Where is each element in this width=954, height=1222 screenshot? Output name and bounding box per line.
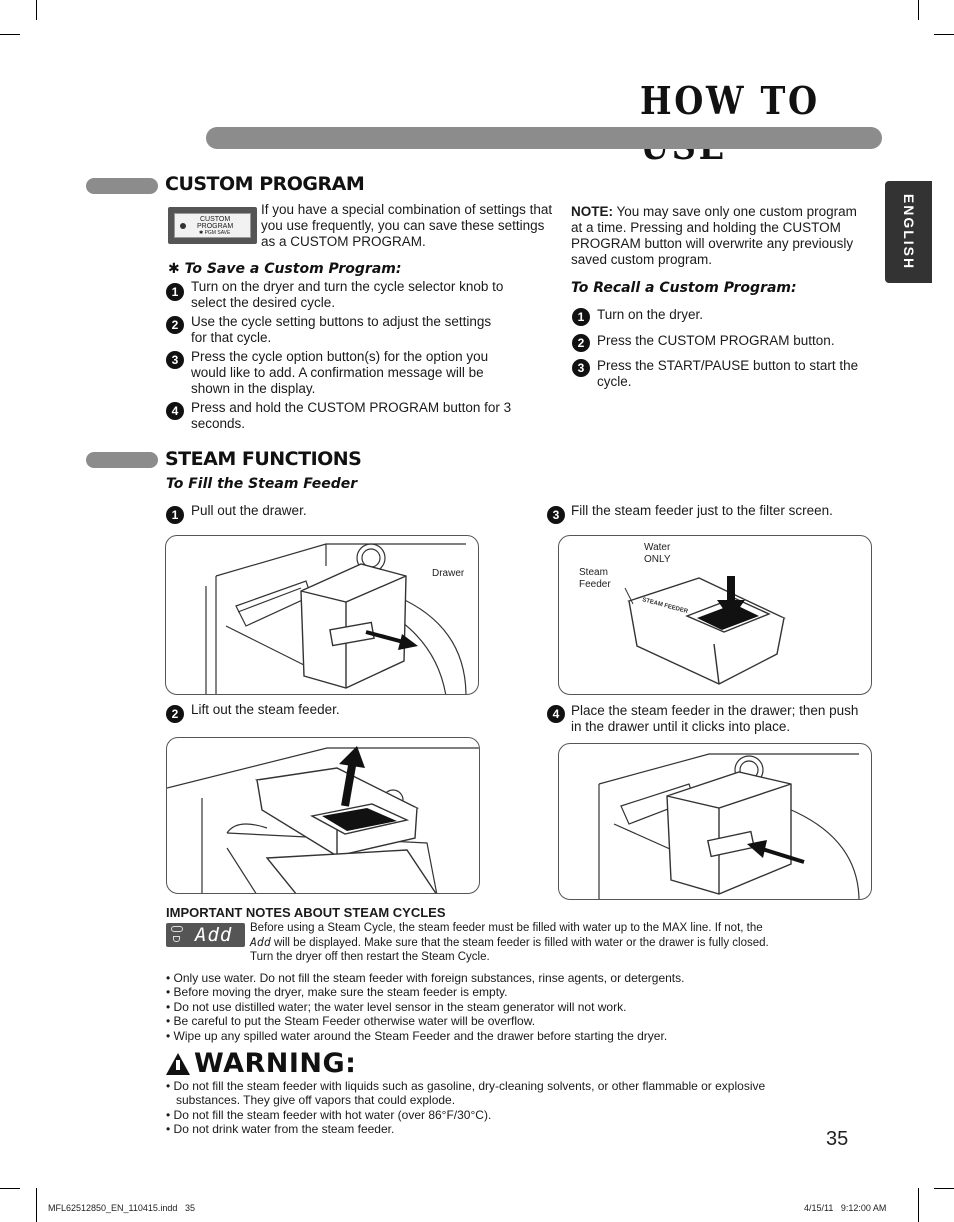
crop-mark (0, 34, 20, 35)
steam-step-3: Fill the steam feeder just to the filter… (571, 503, 833, 518)
steam-step-4: Place the steam feeder in the drawer; th… (571, 703, 859, 734)
water-only-label: ONLY (644, 554, 671, 565)
place-feeder-drawing (598, 753, 860, 899)
button-label-2: PROGRAM (197, 223, 234, 230)
step-number: 3 (547, 506, 565, 524)
crop-mark (934, 1188, 954, 1189)
steam-label: Steam (579, 567, 608, 578)
recall-program-heading: To Recall a Custom Program: (571, 280, 797, 296)
steam-icon (171, 926, 183, 932)
custom-program-heading: CUSTOM PROGRAM (165, 173, 365, 195)
footer-timestamp: 4/15/11 9:12:00 AM (804, 1203, 887, 1213)
display-icons (171, 926, 185, 944)
step-number: 1 (166, 506, 184, 524)
note-text: You may save only one custom program at … (571, 204, 857, 267)
fill-feeder-heading: To Fill the Steam Feeder (166, 476, 358, 492)
save-step-2: Use the cycle setting buttons to adjust … (191, 314, 492, 345)
intro-part2: will be displayed. Make sure that the st… (270, 937, 769, 949)
page-number: 35 (826, 1128, 849, 1150)
save-step-3: Press the cycle option button(s) for the… (191, 349, 489, 396)
warning-heading: WARNING: (194, 1048, 357, 1079)
dryer-drawer-drawing: Drawer (205, 543, 467, 694)
crop-mark (0, 1188, 20, 1189)
title-bar (206, 127, 882, 149)
save-step-1: Turn on the dryer and turn the cycle sel… (191, 279, 504, 310)
note-label: NOTE: (571, 204, 613, 219)
display-add-text: Add (195, 924, 233, 946)
custom-program-note: NOTE: You may save only one custom progr… (571, 204, 867, 268)
steam-feeder-drawing: STEAM FEEDER Water ONLY Steam Feeder (579, 542, 786, 685)
button-label-3: ✱ PGM SAVE (199, 230, 231, 236)
illustration-pull-drawer: Drawer (165, 535, 479, 695)
steam-step-2: Lift out the steam feeder. (191, 702, 340, 717)
step-number: 2 (166, 316, 184, 334)
warning-bullet: • Do not fill the steam feeder with liqu… (166, 1079, 766, 1093)
warning-triangle-icon (166, 1053, 190, 1075)
steam-step-1: Pull out the drawer. (191, 503, 307, 518)
recall-step-2: Press the CUSTOM PROGRAM button. (597, 333, 835, 348)
note-bullet: • Be careful to put the Steam Feeder oth… (166, 1014, 536, 1028)
warning-bullet: • Do not fill the steam feeder with hot … (166, 1108, 492, 1122)
section-pill (86, 178, 158, 194)
add-display-image: Add (166, 923, 245, 947)
drawer-label: Drawer (432, 568, 465, 579)
footer-filename: MFL62512850_EN_110415.indd 35 (48, 1203, 195, 1213)
save-step-4: Press and hold the CUSTOM PROGRAM button… (191, 400, 512, 431)
add-inline-text: Add (250, 935, 271, 949)
lock-icon (173, 936, 180, 942)
lift-feeder-drawing (167, 746, 479, 893)
crop-mark (918, 0, 919, 20)
important-notes-intro: Before using a Steam Cycle, the steam fe… (250, 921, 870, 964)
language-tab: ENGLISH (885, 181, 932, 283)
crop-mark (36, 1188, 37, 1222)
note-bullet: • Do not use distilled water; the water … (166, 1000, 627, 1014)
step-number: 1 (572, 308, 590, 326)
custom-program-button-image: CUSTOM PROGRAM ✱ PGM SAVE (168, 207, 257, 244)
step-number: 2 (572, 334, 590, 352)
recall-step-3: Press the START/PAUSE button to start th… (597, 358, 859, 389)
language-tab-label: ENGLISH (900, 193, 917, 271)
step-number: 3 (166, 351, 184, 369)
note-bullet: • Only use water. Do not fill the steam … (166, 971, 685, 985)
crop-mark (918, 1188, 919, 1222)
warning-bullet: substances. They give off vapors that co… (166, 1093, 456, 1107)
intro-part3: Turn the dryer off then restart the Stea… (250, 951, 490, 963)
warning-bullet: • Do not drink water from the steam feed… (166, 1122, 395, 1136)
step-number: 4 (166, 402, 184, 420)
feeder-label: Feeder (579, 579, 611, 590)
step-number: 4 (547, 705, 565, 723)
indicator-dot-icon (180, 223, 186, 229)
custom-program-intro: If you have a special combination of set… (261, 202, 553, 249)
intro-part1: Before using a Steam Cycle, the steam fe… (250, 922, 763, 934)
save-program-heading: ✱ To Save a Custom Program: (168, 261, 402, 277)
steam-functions-heading: STEAM FUNCTIONS (165, 448, 362, 470)
illustration-place-feeder (558, 743, 872, 900)
step-number: 1 (166, 283, 184, 301)
exclamation-mark (176, 1060, 180, 1070)
button-face: CUSTOM PROGRAM ✱ PGM SAVE (174, 213, 251, 238)
important-notes-heading: IMPORTANT NOTES ABOUT STEAM CYCLES (166, 905, 446, 920)
water-label: Water (644, 542, 671, 553)
note-bullet: • Wipe up any spilled water around the S… (166, 1029, 668, 1043)
crop-mark (934, 34, 954, 35)
crop-mark (36, 0, 37, 20)
step-number: 3 (572, 359, 590, 377)
recall-step-1: Turn on the dryer. (597, 307, 704, 322)
section-pill (86, 452, 158, 468)
button-label-1: CUSTOM (200, 216, 231, 223)
step-number: 2 (166, 705, 184, 723)
illustration-lift-feeder (166, 737, 480, 894)
note-bullet: • Before moving the dryer, make sure the… (166, 985, 508, 999)
page-title: HOW TO USE (640, 78, 820, 168)
illustration-fill-feeder: STEAM FEEDER Water ONLY Steam Feeder (558, 535, 872, 695)
